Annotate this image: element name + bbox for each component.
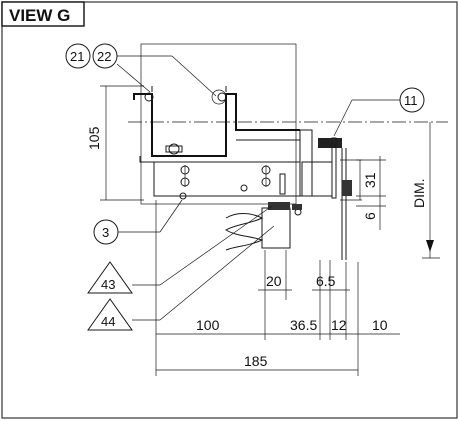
- main-profile: [133, 86, 333, 197]
- callout-44: 44: [87, 225, 275, 331]
- view-title-box: [1, 1, 85, 27]
- dim-20-label: 20: [266, 273, 282, 289]
- callout-21-22: 21 22: [65, 43, 217, 97]
- dim-36-5-label: 36.5: [290, 317, 317, 333]
- callout-44-label: 44: [101, 314, 115, 329]
- dimension-105: 105: [86, 85, 144, 201]
- glass-panel: [318, 137, 362, 260]
- callout-3-label: 3: [102, 225, 109, 240]
- dim-6-5-label: 6.5: [316, 273, 336, 289]
- callout-11-label: 11: [404, 93, 418, 108]
- dim-100-label: 100: [196, 317, 220, 333]
- extension-lines: [155, 200, 359, 376]
- callout-43-label: 43: [101, 277, 115, 292]
- callout-22-label: 22: [97, 49, 111, 64]
- callout-43: 43: [87, 205, 273, 294]
- dim-12-label: 12: [331, 317, 347, 333]
- dimension-row-185: 185: [156, 353, 358, 371]
- dimension-row-100: 100 36.5 12 10: [156, 317, 400, 335]
- dimension-row-20: 20 6.5: [258, 273, 350, 291]
- view-title: VIEW G: [9, 6, 70, 25]
- dim-105-label: 105: [86, 126, 102, 150]
- callout-21-label: 21: [70, 49, 84, 64]
- insulation-coil: [225, 202, 302, 251]
- wall-outline: [140, 43, 297, 205]
- dim-185-label: 185: [244, 353, 268, 369]
- callout-11: 11: [333, 87, 425, 137]
- screw-group: [179, 165, 286, 200]
- dim-31-label: 31: [362, 172, 378, 188]
- dim-label: DIM.: [411, 178, 427, 208]
- callout-3: 3: [93, 199, 183, 245]
- dim-10-label: 10: [372, 317, 388, 333]
- dim-6-label: 6: [362, 212, 378, 220]
- dimension-right: 31 6 DIM.: [356, 122, 440, 259]
